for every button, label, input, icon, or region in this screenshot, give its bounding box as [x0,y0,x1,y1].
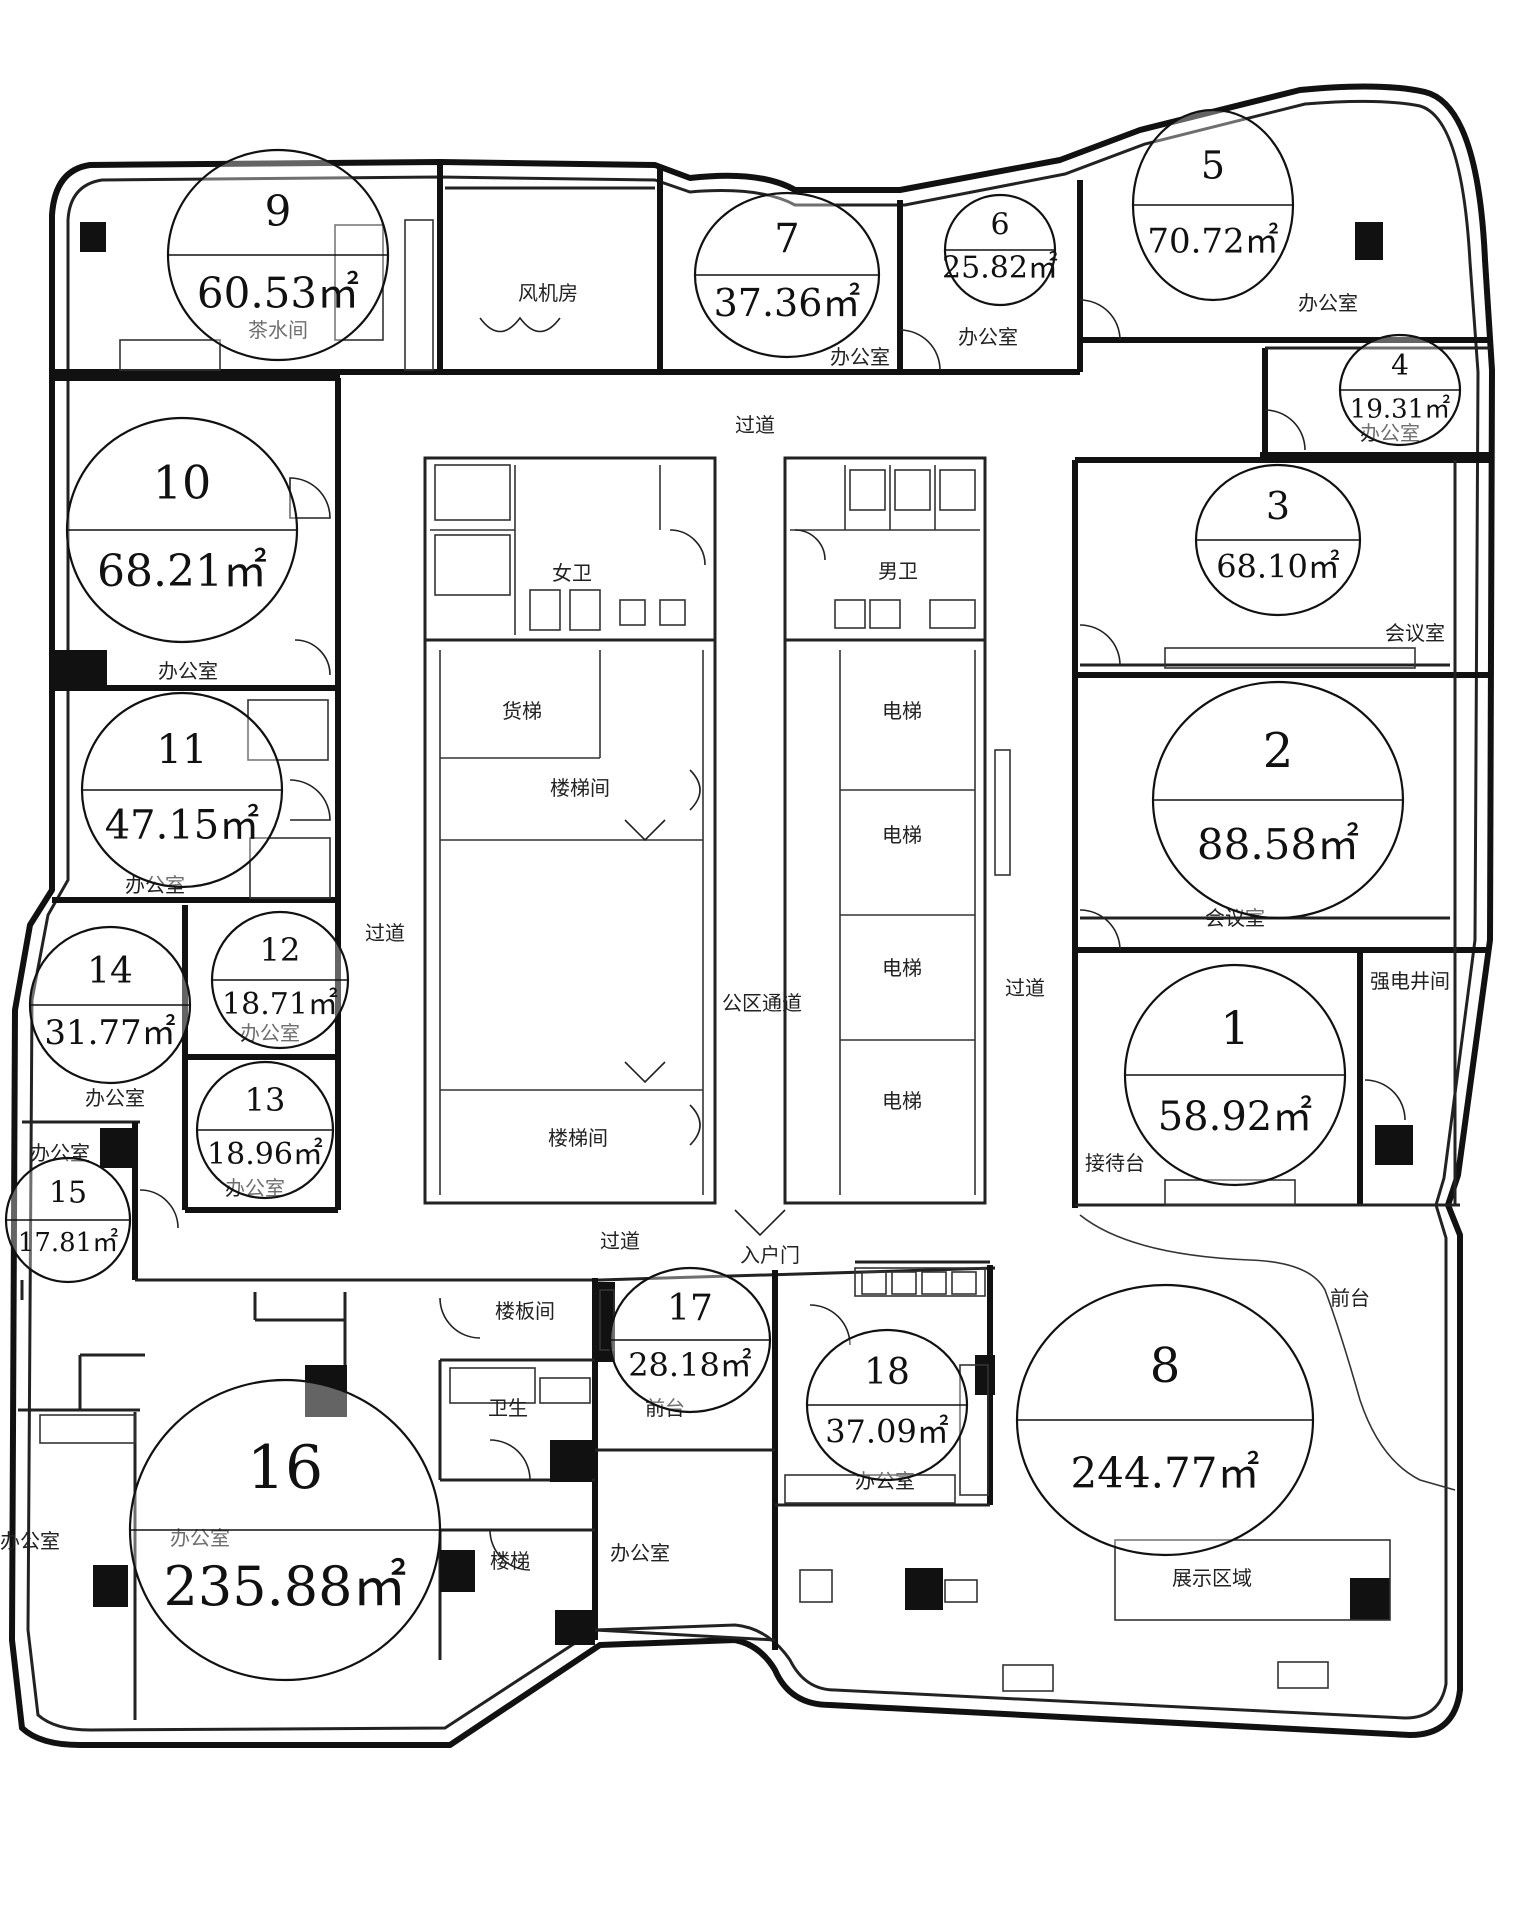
toilet-mgr-label: 卫生 [488,1396,528,1420]
room-number: 2 [1263,723,1294,779]
reception-1-label: 接待台 [1085,1151,1145,1175]
room-bubble-1: 1 58.92㎡ [1123,963,1347,1187]
stair-upper-label: 楼梯间 [550,776,610,800]
room-number: 10 [153,456,212,510]
office-side-label: 办公室 [0,1529,60,1553]
corridor-bottom-label: 过道 [600,1229,640,1253]
entrance-door-label: 入户门 [740,1243,800,1267]
elevator-c-label: 电梯 [882,956,922,980]
fan-room-label: 风机房 [518,281,578,305]
office-11-label: 办公室 [125,873,185,897]
room-area: 37.36㎡ [714,281,861,325]
room-number: 8 [1150,1338,1181,1394]
room-bubble-7: 7 37.36㎡ [693,191,881,359]
room-number: 4 [1391,349,1409,382]
room-bubble-4: 4 19.31㎡ [1338,333,1462,447]
room-bubble-3: 3 68.10㎡ [1194,463,1362,617]
room-area: 68.21㎡ [97,546,267,597]
corridor-top-label: 过道 [735,413,775,437]
room-bubble-5: 5 70.72㎡ [1131,108,1295,302]
room-bubble-2: 2 88.58㎡ [1151,680,1405,920]
room-area: 19.31㎡ [1350,395,1450,425]
room-bubble-18: 18 37.09㎡ [805,1328,969,1482]
power-room-label: 强电井间 [1370,969,1450,993]
office-bottom-label: 办公室 [610,1541,670,1565]
tea-room-label: 茶水间 [248,318,308,342]
room-number: 3 [1266,484,1290,528]
room-area: 60.53㎡ [197,269,359,318]
room-area: 18.71㎡ [222,987,338,1022]
room-number: 13 [245,1081,286,1119]
room-bubble-15: 15 17.81㎡ [4,1156,132,1284]
room-area: 235.88㎡ [164,1555,407,1618]
room-number: 6 [990,208,1009,243]
room-bubble-12: 12 18.71㎡ [210,910,350,1050]
male-wc-label: 男卫 [878,559,918,583]
office-5-label: 办公室 [1298,291,1358,315]
room-area: 31.77㎡ [44,1013,175,1053]
outer-shell [9,83,1495,1748]
room-area: 25.82㎡ [942,251,1058,286]
freight-elevator-label: 货梯 [502,699,542,723]
room-number: 1 [1220,1001,1249,1055]
room-area: 70.72㎡ [1147,222,1278,262]
room-bubble-6: 6 25.82㎡ [942,193,1058,307]
room-bubble-11: 11 47.15㎡ [80,691,284,889]
room-area: 68.10㎡ [1216,548,1340,586]
office-13-label: 办公室 [225,1176,285,1200]
room-area: 17.81㎡ [18,1228,118,1258]
room-area: 58.92㎡ [1158,1094,1313,1140]
office-7-label: 办公室 [830,345,890,369]
public-lobby-label: 公区通道 [722,991,802,1015]
front-desk-8-label: 前台 [1330,1286,1370,1310]
room-labels: 过道 过道 过道 过道 风机房 茶水间 女卫 男卫 货梯 电梯 电梯 电梯 电梯… [0,281,1450,1590]
room-bubble-13: 13 18.96㎡ [195,1060,335,1200]
female-wc-label: 女卫 [552,561,592,585]
room-bubble-17: 17 28.18㎡ [608,1266,772,1414]
room-number: 16 [247,1433,323,1503]
room-number: 12 [260,931,301,969]
elevator-b-label: 电梯 [882,823,922,847]
room-number: 11 [157,727,208,773]
elevator-d-label: 电梯 [882,1089,922,1113]
room-area: 28.18㎡ [628,1346,752,1384]
office-14-label: 办公室 [85,1086,145,1110]
room-number: 5 [1201,143,1225,187]
room-area: 88.58㎡ [1197,820,1359,869]
room-bubble-16: 16 235.88㎡ [128,1378,442,1682]
office-6-label: 办公室 [958,325,1018,349]
room-bubble-8: 8 244.77㎡ [1015,1283,1315,1557]
elevator-a-label: 电梯 [882,699,922,723]
stair-lower-label: 楼梯间 [548,1126,608,1150]
corridor-left-label: 过道 [365,921,405,945]
area-bubbles: 1 58.92㎡ 2 88.58㎡ 3 68.10㎡ 4 19.31㎡ 5 70.72㎡ 6 25.8… [4,108,1462,1682]
corridor-right-label: 过道 [1005,976,1045,1000]
room-bubble-14: 14 31.77㎡ [28,925,192,1085]
room-number: 7 [774,216,799,262]
room-area: 18.96㎡ [207,1137,323,1172]
room-number: 15 [49,1176,87,1211]
meeting-3-label: 会议室 [1385,621,1445,645]
fixtures [39,219,1416,1692]
room-area: 37.09㎡ [825,1413,949,1451]
room-number: 9 [265,187,292,236]
display-area-label: 展示区域 [1172,1566,1252,1590]
room-area: 47.15㎡ [105,803,260,849]
stair-board-label: 楼板间 [495,1299,555,1323]
office-10-label: 办公室 [158,659,218,683]
room-number: 17 [667,1288,713,1329]
room-number: 18 [864,1352,910,1393]
interior-walls [18,165,1490,1720]
room-area: 244.77㎡ [1071,1449,1260,1498]
room-bubble-9: 9 60.53㎡ [166,148,390,362]
office-4-label: 办公室 [1360,421,1420,445]
stair-small-label: 楼梯 [490,1549,530,1573]
room-bubble-10: 10 68.21㎡ [65,416,299,644]
door-swings [139,299,1406,1571]
office-15-label: 办公室 [30,1141,90,1165]
room-number: 14 [87,951,133,992]
